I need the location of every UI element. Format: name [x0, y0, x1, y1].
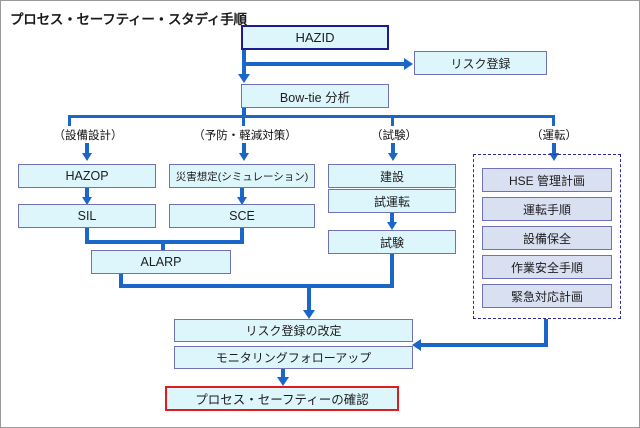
- connector-sil-down: [85, 228, 89, 244]
- node-monitoring-followup[interactable]: モニタリングフォローアップ: [174, 346, 413, 369]
- node-risk-register-revision[interactable]: リスク登録の改定: [174, 319, 413, 342]
- connector-branch-test: [391, 115, 394, 126]
- node-testing[interactable]: 試験: [328, 230, 456, 254]
- page-title: プロセス・セーフティー・スタディ手順: [10, 12, 247, 27]
- connector-branch-prevention: [242, 115, 245, 126]
- connector-test-arrow-shaft: [391, 143, 395, 155]
- arrowhead-to-revision: [303, 310, 315, 319]
- arrowhead-hse-to-revision: [412, 339, 421, 351]
- connector-testing-left: [307, 284, 394, 288]
- arrowhead-to-bowtie: [238, 74, 250, 83]
- arrowhead-to-confirmation: [277, 377, 289, 386]
- connector-alarp-down: [119, 274, 123, 288]
- hse-item-2[interactable]: 設備保全: [482, 226, 612, 250]
- arrowhead-commissioning-to-testing: [387, 222, 397, 230]
- connector-alarp-right: [119, 284, 311, 288]
- arrowhead-hazop-to-sil: [82, 197, 92, 205]
- connector-prevention-arrow-shaft: [242, 143, 246, 155]
- connector-monitoring-down: [281, 369, 285, 379]
- connector-branch-bus: [68, 115, 555, 118]
- hse-item-4[interactable]: 緊急対応計画: [482, 284, 612, 308]
- connector-merge-to-alarp: [161, 240, 165, 250]
- arrowhead-operation: [549, 153, 559, 161]
- node-hazid[interactable]: HAZID: [241, 25, 389, 50]
- node-construction[interactable]: 建設: [328, 164, 456, 188]
- connector-hse-down: [544, 319, 548, 347]
- connector-hazid-down: [242, 50, 246, 64]
- hse-item-3[interactable]: 作業安全手順: [482, 255, 612, 279]
- node-sil[interactable]: SIL: [18, 204, 156, 228]
- arrowhead-test: [388, 153, 398, 161]
- node-alarp[interactable]: ALARP: [91, 250, 231, 274]
- arrowhead-design: [82, 153, 92, 161]
- connector-testing-down: [390, 254, 394, 288]
- node-bowtie[interactable]: Bow-tie 分析: [241, 84, 389, 108]
- node-disaster-simulation[interactable]: 災害想定(シミュレーション): [169, 164, 315, 188]
- connector-bowtie-down: [242, 108, 246, 118]
- connector-design-arrow-shaft: [85, 143, 89, 155]
- connector-branch-design: [68, 115, 71, 126]
- node-process-safety-confirmation[interactable]: プロセス・セーフティーの確認: [165, 386, 399, 411]
- connector-hazid-to-risk-register: [242, 62, 406, 66]
- branch-label-operation: （運転）: [531, 130, 577, 142]
- branch-label-test: （試験）: [371, 130, 417, 142]
- hse-item-1[interactable]: 運転手順: [482, 197, 612, 221]
- connector-branch-operation: [552, 115, 555, 126]
- connector-hazop-to-sil: [85, 188, 89, 199]
- node-risk-register[interactable]: リスク登録: [414, 51, 547, 75]
- node-sce[interactable]: SCE: [169, 204, 315, 228]
- connector-hazid-to-bowtie: [242, 62, 246, 75]
- connector-merge-to-revision: [307, 284, 311, 313]
- hse-item-0[interactable]: HSE 管理計画: [482, 168, 612, 192]
- arrowhead-to-risk-register: [404, 58, 413, 70]
- connector-disaster-to-sce: [240, 188, 244, 199]
- connector-sce-down: [240, 228, 244, 244]
- node-hazop[interactable]: HAZOP: [18, 164, 156, 188]
- node-commissioning[interactable]: 試運転: [328, 189, 456, 213]
- connector-commissioning-to-testing: [390, 213, 394, 224]
- arrowhead-prevention: [239, 153, 249, 161]
- hse-group-container: [473, 154, 621, 319]
- arrowhead-disaster-to-sce: [237, 197, 247, 205]
- branch-label-prevention: （予防・軽減対策）: [193, 130, 297, 142]
- branch-label-design: （設備設計）: [53, 130, 123, 142]
- connector-hse-left: [421, 343, 546, 347]
- connector-operation-arrow-shaft: [552, 143, 556, 155]
